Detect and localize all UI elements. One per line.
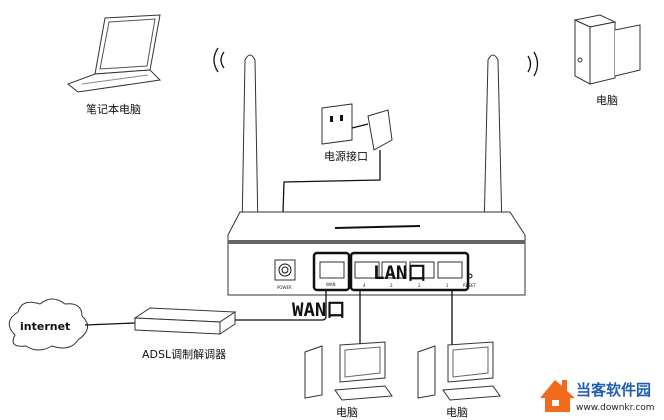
adsl-modem-icon	[133, 307, 237, 335]
internet-label: internet	[20, 320, 70, 333]
wan-port-label: WAN	[326, 282, 335, 287]
wan-label: WAN口	[292, 299, 345, 321]
internet-cable	[84, 322, 136, 326]
laptop-icon	[66, 14, 162, 93]
pc-top-label: 电脑	[596, 94, 618, 107]
power-adapter-icon	[351, 109, 393, 151]
pc-bottom-left-label: 电脑	[336, 406, 358, 419]
wifi-left-icon	[213, 47, 225, 73]
wan-port: WAN	[312, 251, 351, 292]
lan-ports: 4 3 2 1	[349, 251, 470, 292]
watermark-url: www.downkr.com	[576, 403, 655, 413]
house-icon	[540, 380, 575, 412]
desktop-pc-bottom-left-icon	[304, 341, 393, 401]
power-port-label: POWER	[277, 285, 292, 290]
antenna-left-icon	[241, 54, 259, 231]
desktop-pc-bottom-right-icon	[417, 341, 501, 401]
laptop-label: 笔记本电脑	[86, 102, 141, 116]
desktop-pc-icon	[573, 14, 641, 85]
watermark-name: 当客软件园	[576, 381, 651, 399]
lan-port-label: 1	[446, 283, 449, 288]
antenna-right-icon	[483, 54, 503, 231]
lan-port-label: 4	[363, 283, 366, 288]
power-outlet-label: 电源接口	[324, 149, 368, 163]
watermark-logo: 当客软件园 www.downkr.com	[540, 380, 655, 413]
wall-outlet-icon	[321, 103, 353, 145]
lan-port-label: 2	[418, 283, 421, 288]
wan-cable	[235, 290, 327, 321]
pc-bottom-right-label: 电脑	[446, 406, 468, 419]
modem-label: ADSL调制解调器	[142, 347, 226, 361]
reset-label: RESET	[463, 283, 476, 288]
internet-cloud-icon	[8, 298, 89, 351]
wifi-right-icon	[527, 51, 539, 77]
lan-label: LAN口	[373, 262, 426, 284]
lan-port-label: 3	[390, 283, 393, 288]
